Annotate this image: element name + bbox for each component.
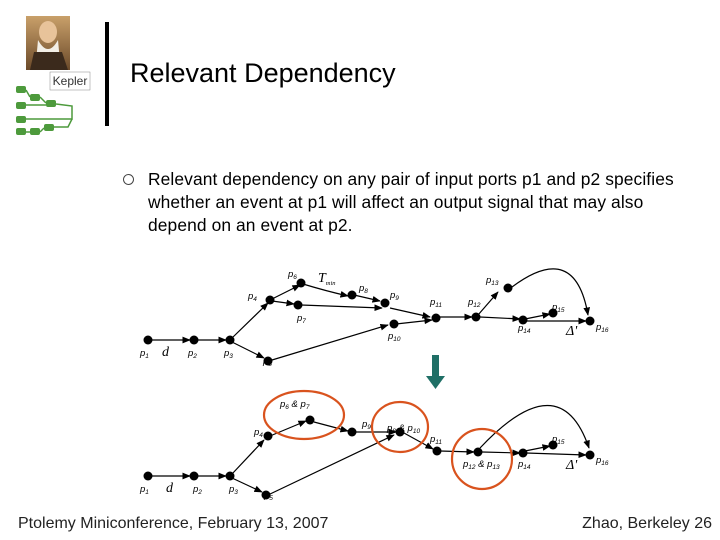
label-p15: p15 (551, 302, 565, 314)
label-p4: p4 (253, 427, 263, 439)
label-p5: p5 (262, 356, 272, 368)
label-p8: p8 (358, 283, 368, 295)
bullet-text: Relevant dependency on any pair of input… (148, 169, 674, 235)
label-p3: p3 (223, 348, 233, 360)
label-p6: p6 (287, 269, 297, 281)
kepler-logo: Kepler (12, 14, 96, 140)
label-delta: Δ' (565, 324, 578, 339)
label-p13: p13 (485, 275, 499, 287)
label-p14: p14 (517, 459, 531, 471)
label-p4: p4 (247, 291, 257, 303)
label-p6-p7: p6 & p7 (279, 399, 310, 411)
logo-text: Kepler (53, 74, 88, 88)
label-p12-p13: p12 & p13 (462, 459, 500, 471)
down-arrow (426, 355, 445, 389)
title-divider (105, 22, 109, 126)
highlight-p8-p10 (370, 400, 430, 454)
label-tmin: Tmin (318, 271, 336, 287)
footer-event: Ptolemy Miniconference, February 13, 200… (18, 515, 329, 532)
label-p14: p14 (517, 323, 531, 335)
label-p16: p16 (595, 322, 609, 334)
label-p9: p9 (361, 419, 371, 431)
label-p11: p11 (429, 434, 442, 446)
label-p1: p1 (139, 348, 149, 360)
label-p1: p1 (139, 484, 149, 496)
label-p7: p7 (296, 313, 306, 325)
highlight-p6-p7 (262, 389, 346, 441)
label-p3: p3 (228, 484, 238, 496)
label-p5: p5 (263, 490, 273, 502)
highlight-p12-p13 (450, 427, 514, 491)
top-graph: p1 d p2 p3 p4 p5 p6 Tmin p7 p8 p9 p10 p1… (139, 268, 609, 368)
bottom-graph: p1 d p2 p3 p4 p5 p6 & p7 p9 p8 & p10 p11… (139, 389, 609, 502)
label-p15: p15 (551, 434, 565, 446)
label-d: d (162, 345, 170, 360)
label-p8-p10: p8 & p10 (386, 423, 420, 435)
label-p2: p2 (192, 484, 202, 496)
label-p9: p9 (389, 290, 399, 302)
footer-page: Zhao, Berkeley 26 (582, 515, 712, 532)
label-p11: p11 (429, 297, 442, 309)
label-delta: Δ' (565, 458, 578, 473)
label-d: d (166, 481, 174, 496)
label-p10: p10 (387, 331, 401, 343)
label-p12: p12 (467, 297, 481, 309)
dependency-diagram: p1 d p2 p3 p4 p5 p6 Tmin p7 p8 p9 p10 p1… (139, 268, 609, 502)
label-p2: p2 (187, 348, 197, 360)
bullet-marker (123, 174, 134, 185)
slide-title: Relevant Dependency (130, 58, 396, 88)
label-p16: p16 (595, 455, 609, 467)
